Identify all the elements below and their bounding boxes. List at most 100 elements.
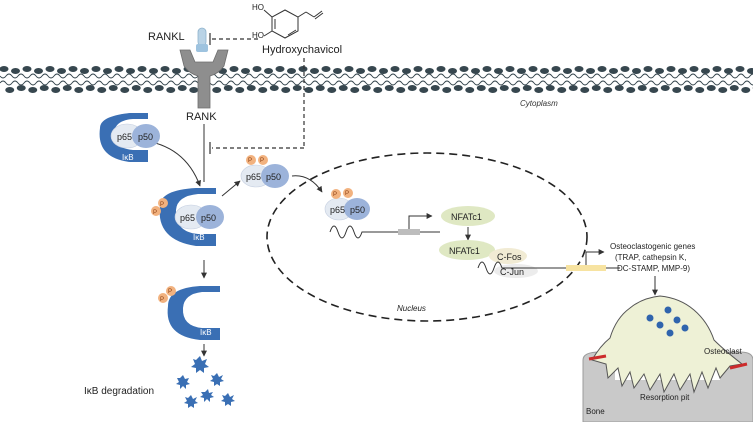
- genes-line-1: Osteoclastogenic genes: [610, 242, 695, 251]
- membrane-head-bottom: [74, 87, 84, 93]
- membrane-head-bottom: [258, 87, 268, 93]
- membrane-head-bottom: [189, 87, 199, 93]
- membrane-head-top: [126, 68, 135, 74]
- membrane-head-top: [747, 68, 753, 74]
- p65-label-1: p65: [117, 132, 132, 142]
- membrane-head-top: [321, 66, 331, 72]
- p65-label-3: p65: [246, 172, 261, 182]
- membrane-head-bottom: [281, 87, 291, 93]
- membrane-head-top: [310, 68, 319, 74]
- cell-membrane: [0, 66, 753, 93]
- membrane-head-bottom: [614, 85, 624, 91]
- release-arrow: [221, 180, 241, 197]
- membrane-head-top: [517, 68, 526, 74]
- ikb-fragments: [176, 356, 235, 408]
- membrane-head-top: [597, 66, 607, 72]
- phospho-label-4a: P: [333, 192, 337, 198]
- membrane-head-top: [609, 68, 618, 74]
- membrane-head-top: [229, 66, 239, 72]
- p50-label-1: p50: [138, 132, 153, 142]
- membrane-head-bottom: [580, 87, 590, 93]
- cjun-label: C-Jun: [500, 267, 524, 277]
- membrane-head-bottom: [350, 87, 360, 93]
- phospho-label-2b: P: [160, 202, 164, 208]
- membrane-head-top: [425, 68, 434, 74]
- membrane-head-bottom: [361, 85, 371, 91]
- membrane-head-top: [528, 66, 538, 72]
- membrane-head-top: [80, 68, 89, 74]
- membrane-head-bottom: [465, 87, 475, 93]
- membrane-head-bottom: [718, 87, 728, 93]
- membrane-head-top: [390, 66, 400, 72]
- ikb-phosphorylated-free: [158, 286, 220, 340]
- membrane-head-bottom: [39, 85, 49, 91]
- membrane-head-bottom: [545, 85, 555, 91]
- bone-label: Bone: [586, 407, 605, 416]
- membrane-head-top: [137, 66, 147, 72]
- osteoclast-cell: [591, 295, 744, 394]
- membrane-head-top: [689, 66, 699, 72]
- nucleus-label: Nucleus: [397, 304, 426, 313]
- inhibition-ikb-phosphorylation: [209, 58, 305, 154]
- membrane-head-bottom: [120, 87, 130, 93]
- membrane-head-bottom: [706, 85, 716, 91]
- membrane-head-top: [333, 68, 342, 74]
- rankl-ligand: [196, 27, 208, 52]
- phospho-label-4b: P: [345, 191, 349, 197]
- membrane-head-top: [551, 66, 561, 72]
- membrane-head-top: [448, 68, 457, 74]
- membrane-head-top: [275, 66, 285, 72]
- cfos-label: C-Fos: [497, 252, 522, 262]
- osteoclast-label: Osteoclast: [704, 347, 743, 356]
- membrane-head-bottom: [5, 87, 15, 93]
- membrane-head-bottom: [672, 87, 682, 93]
- phospho-label-3a: P: [248, 158, 252, 164]
- membrane-head-bottom: [557, 87, 567, 93]
- ikb-label-3: IκB: [200, 328, 212, 337]
- ikb-label-2: IκB: [193, 233, 205, 242]
- ikb-complex-inactive: [99, 113, 160, 162]
- membrane-head-top: [114, 66, 124, 72]
- sealing-zone-right: [729, 362, 748, 370]
- p65-p50-phosphorylated-free: [240, 155, 289, 188]
- phospho-label-5b: P: [168, 289, 172, 295]
- ikb-degradation-label: IκB degradation: [84, 386, 154, 397]
- membrane-head-top: [344, 66, 354, 72]
- membrane-head-top: [643, 66, 653, 72]
- nucleus-boundary: [266, 152, 588, 322]
- genes-line-2: (TRAP, cathepsin K,: [615, 253, 686, 262]
- membrane-head-bottom: [166, 87, 176, 93]
- membrane-head-bottom: [522, 85, 532, 91]
- membrane-head-bottom: [695, 87, 705, 93]
- membrane-head-bottom: [373, 87, 383, 93]
- membrane-head-bottom: [419, 87, 429, 93]
- membrane-head-top: [160, 66, 170, 72]
- membrane-head-top: [586, 68, 595, 74]
- nfatc1-ap1-complex: [439, 240, 538, 278]
- membrane-head-top: [563, 68, 572, 74]
- phospho-label-3b: P: [260, 158, 264, 164]
- membrane-head-top: [91, 66, 101, 72]
- membrane-head-bottom: [396, 87, 406, 93]
- p65-label-2: p65: [180, 213, 195, 223]
- membrane-head-bottom: [649, 87, 659, 93]
- membrane-head-bottom: [741, 87, 751, 93]
- membrane-head-bottom: [568, 85, 578, 91]
- membrane-head-bottom: [511, 87, 521, 93]
- oh-label-2: HO: [252, 31, 264, 40]
- membrane-head-top: [436, 66, 446, 72]
- membrane-head-top: [632, 68, 641, 74]
- nfatc1-label-2: NFATc1: [449, 246, 480, 256]
- membrane-head-top: [298, 66, 308, 72]
- membrane-head-bottom: [442, 87, 452, 93]
- ikb-label-1: IκB: [122, 153, 134, 162]
- membrane-head-bottom: [51, 87, 61, 93]
- membrane-head-top: [367, 66, 377, 72]
- membrane-head-bottom: [453, 85, 463, 91]
- membrane-head-bottom: [62, 85, 72, 91]
- membrane-head-bottom: [304, 87, 314, 93]
- cytoplasm-label: Cytoplasm: [520, 99, 558, 108]
- p65-p50-on-dna: [324, 188, 370, 221]
